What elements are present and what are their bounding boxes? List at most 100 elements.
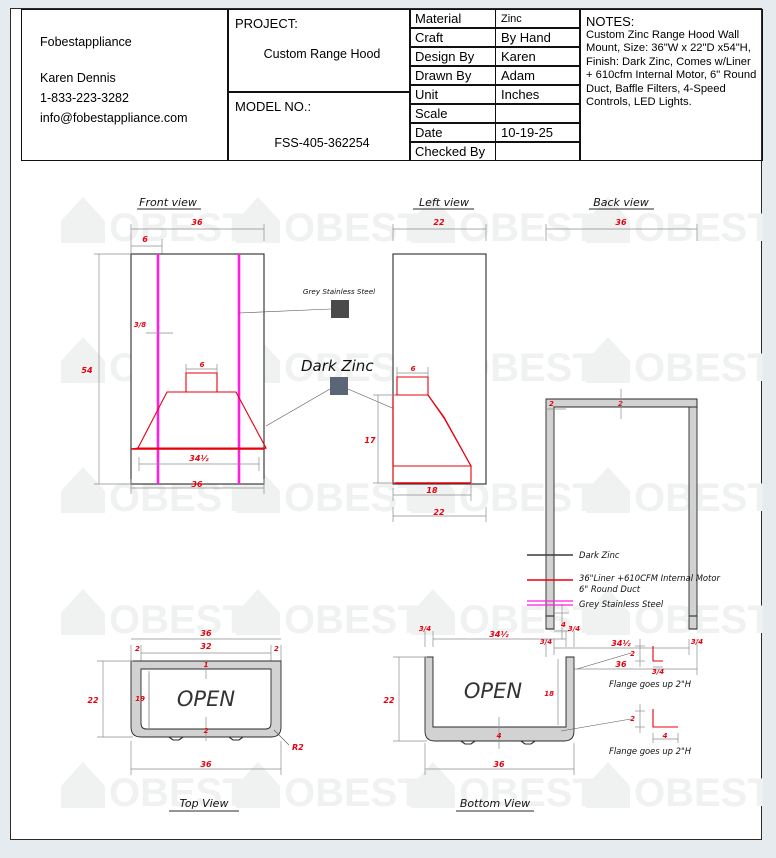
spec-key-drawn-by: Drawn By — [410, 66, 495, 85]
svg-text:OBEST: OBEST — [634, 206, 763, 250]
project-label: PROJECT: — [235, 16, 298, 31]
svg-text:OBEST: OBEST — [634, 346, 763, 390]
front-view-title: Front view — [139, 196, 197, 209]
front-dim-duct-width: 6 — [200, 361, 205, 369]
front-dim-width-top: 36 — [191, 218, 203, 227]
drawing-area: OBEST OBEST OBEST OBEST OBEST OBEST OBEST OB… — [21, 161, 763, 841]
back-dim-width-top: 36 — [615, 218, 627, 227]
bottom-inner-opening — [432, 657, 567, 728]
svg-text:OBEST: OBEST — [634, 771, 763, 815]
grey-stainless-swatch — [331, 300, 349, 318]
bottom-view: 3/4 3/4 34½ — [383, 625, 692, 812]
spec-key-checked-by: Checked By — [410, 142, 495, 161]
svg-text:OBEST: OBEST — [459, 771, 597, 815]
company-info-cell: Fobestappliance Karen Dennis 1-833-223-3… — [21, 9, 228, 161]
top-inner-opening — [140, 668, 272, 730]
notes-body: Custom Zinc Range Hood Wall Mount, Size:… — [586, 29, 757, 109]
legend-label-stainless: Grey Stainless Steel — [579, 599, 664, 609]
notes-cell: NOTES: Custom Zinc Range Hood Wall Mount… — [580, 9, 763, 161]
svg-text:OBEST: OBEST — [284, 598, 422, 642]
bottom-callout-2: 2 4 Flange goes up 2"H — [609, 704, 692, 756]
spec-value-date: 10-19-25 — [495, 123, 580, 142]
bottom-dim-width-bottom: 36 — [493, 760, 505, 769]
company-name: Fobestappliance — [40, 35, 132, 49]
back-dim-flange-left: 2 — [549, 400, 554, 408]
bottom-dim-left-thickness: 3/4 — [419, 625, 431, 633]
spec-value-checked-by — [495, 142, 580, 161]
legend: Dark Zinc 36"Liner +610CFM Internal Moto… — [527, 550, 720, 609]
top-dim-inner-depth: 19 — [135, 695, 145, 703]
back-dim-inner-width: 34½ — [611, 639, 631, 648]
front-dim-height: 54 — [81, 366, 93, 375]
back-channel-right — [688, 399, 698, 630]
bottom-callout-2-dim-b: 4 — [663, 732, 668, 740]
top-dim-flange-left: 2 — [135, 645, 140, 653]
spec-key-scale: Scale — [410, 104, 495, 123]
front-dim-width-bottom: 36 — [191, 480, 203, 489]
top-dim-radius: R2 — [292, 743, 304, 752]
top-dim-flange-right: 2 — [274, 645, 279, 653]
spec-key-unit: Unit — [410, 85, 495, 104]
svg-text:OBEST: OBEST — [284, 206, 422, 250]
top-view: 36 32 2 2 — [87, 629, 304, 812]
model-cell: MODEL NO.: FSS-405-362254 — [228, 92, 410, 161]
back-dim-width-bottom: 36 — [615, 660, 627, 669]
svg-text:OBEST: OBEST — [109, 206, 247, 250]
legend-label-liner: 36"Liner +610CFM Internal Motor — [579, 573, 720, 583]
spec-key-craft: Craft — [410, 28, 495, 47]
back-dim-notch: 4 — [561, 621, 566, 629]
top-dim-width-bottom: 36 — [200, 760, 212, 769]
notes-label: NOTES: — [586, 14, 635, 29]
bottom-dim-right-thickness: 3/4 — [568, 625, 580, 633]
front-dim-offset-left: 6 — [142, 235, 148, 244]
spec-key-design-by: Design By — [410, 47, 495, 66]
title-block: Fobestappliance Karen Dennis 1-833-223-3… — [21, 9, 763, 161]
bottom-open-label: OPEN — [464, 679, 522, 703]
bottom-callout-1-note: Flange goes up 2"H — [609, 679, 692, 689]
bottom-dim-depth: 22 — [383, 696, 395, 705]
dark-zinc-label: Dark Zinc — [301, 357, 374, 375]
legend-label-dark-zinc: Dark Zinc — [579, 550, 620, 560]
bottom-dim-inner-depth: 18 — [544, 690, 554, 698]
top-open-label: OPEN — [177, 687, 235, 711]
left-dim-hood-depth: 18 — [426, 486, 438, 495]
dark-zinc-swatch — [330, 377, 348, 395]
bottom-dim-inner-width: 34½ — [489, 630, 509, 639]
front-view: Front view 36 6 — [81, 196, 267, 494]
spec-key-date: Date — [410, 123, 495, 142]
spec-value-unit: Inches — [495, 85, 580, 104]
grey-stainless-label: Grey Stainless Steel — [303, 287, 375, 296]
left-dim-hood-height: 17 — [364, 436, 376, 445]
front-dim-stainless-width: 3/8 — [134, 321, 146, 329]
svg-text:OBEST: OBEST — [634, 598, 763, 642]
svg-text:OBEST: OBEST — [109, 598, 247, 642]
project-cell: PROJECT: Custom Range Hood — [228, 9, 410, 92]
model-value: FSS-405-362254 — [274, 136, 370, 150]
contact-phone: 1-833-223-3282 — [40, 91, 129, 105]
left-view-title: Left view — [419, 196, 469, 209]
top-dim-wall-top: 1 — [204, 661, 209, 669]
spec-value-material: Zinc — [495, 9, 580, 28]
spec-value-drawn-by: Adam — [495, 66, 580, 85]
bottom-view-title: Bottom View — [460, 797, 530, 810]
contact-name: Karen Dennis — [40, 71, 116, 85]
top-dim-wall-bottom: 2 — [204, 727, 209, 735]
model-label: MODEL NO.: — [235, 99, 312, 114]
left-dim-duct-depth: 6 — [411, 365, 416, 373]
svg-text:OBEST: OBEST — [284, 771, 422, 815]
left-view: Left view 22 6 — [364, 196, 487, 522]
bottom-callout-1-dim-a: 2 — [630, 650, 635, 658]
top-view-title: Top View — [180, 797, 229, 810]
svg-text:OBEST: OBEST — [634, 476, 763, 520]
spec-key-material: Material — [410, 9, 495, 28]
spec-value-design-by: Karen — [495, 47, 580, 66]
front-dim-hood-bottom-width: 34½ — [189, 454, 209, 463]
top-dim-depth: 22 — [87, 696, 99, 705]
spec-value-craft: By Hand — [495, 28, 580, 47]
bottom-callout-1: 2 3/4 Flange goes up 2"H — [609, 639, 692, 689]
company-spacer — [40, 52, 227, 68]
svg-text:OBEST: OBEST — [459, 206, 597, 250]
spec-value-scale — [495, 104, 580, 123]
contact-email: info@fobestappliance.com — [40, 111, 188, 125]
